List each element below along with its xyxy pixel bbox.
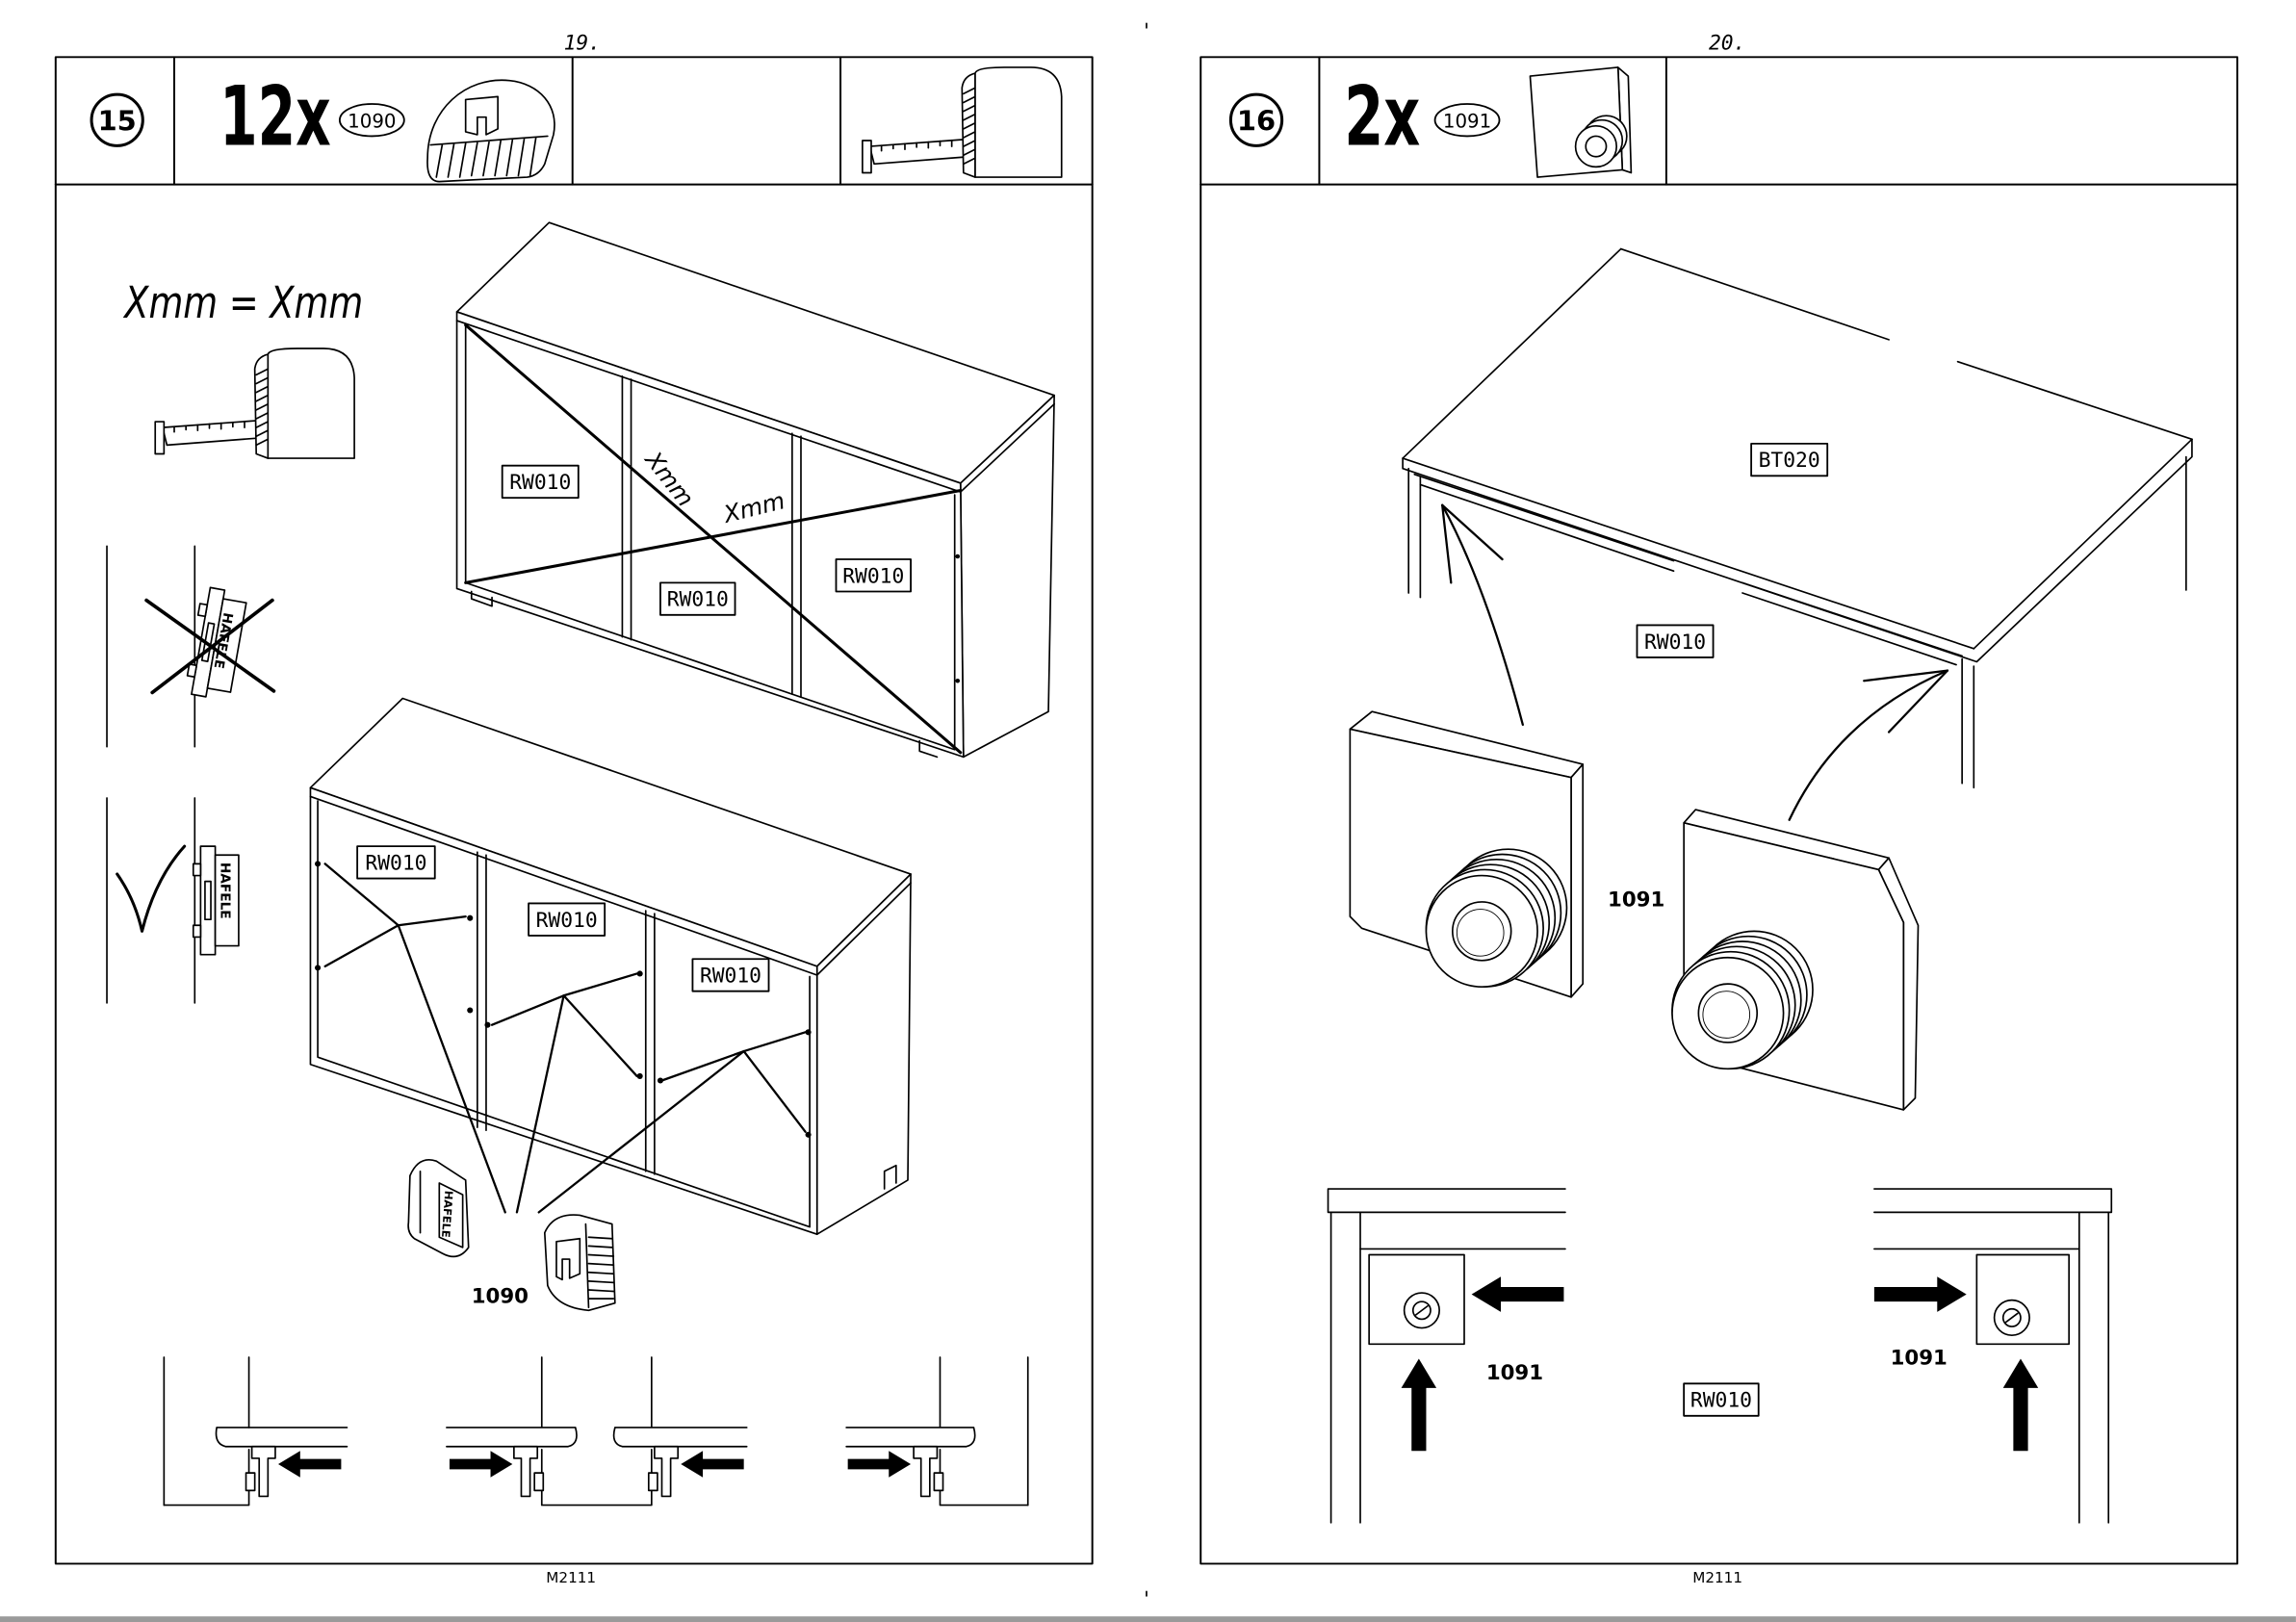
panel-label: RW010 bbox=[529, 903, 605, 935]
part-number: 1090 bbox=[348, 110, 396, 132]
panel-label: RW010 bbox=[692, 959, 768, 991]
part-number: 1091 bbox=[1443, 110, 1491, 132]
page-number: 19. bbox=[564, 32, 601, 56]
panel-label: RW010 bbox=[503, 466, 579, 498]
page-footer-code: M2111 bbox=[1692, 1569, 1742, 1586]
part-callout: 1091 bbox=[1891, 1347, 1948, 1371]
svg-text:RW010: RW010 bbox=[667, 588, 729, 612]
panel-label: RW010 bbox=[357, 846, 435, 878]
clip-front-drawing bbox=[545, 1215, 615, 1310]
svg-text:RW010: RW010 bbox=[700, 965, 761, 989]
panel-label: RW010 bbox=[1684, 1383, 1759, 1415]
svg-text:RW010: RW010 bbox=[1644, 631, 1706, 655]
step-number: 16 bbox=[1237, 104, 1276, 137]
panel-label: RW010 bbox=[660, 582, 735, 614]
panel-label: BT020 bbox=[1751, 444, 1827, 476]
svg-text:RW010: RW010 bbox=[1690, 1389, 1752, 1413]
page-number: 20. bbox=[1709, 32, 1745, 56]
knob-part-icon bbox=[1530, 67, 1631, 177]
part-quantity: 12x bbox=[219, 70, 331, 166]
part-callout: 1091 bbox=[1486, 1361, 1543, 1385]
panel-label: RW010 bbox=[836, 559, 911, 591]
svg-text:RW010: RW010 bbox=[509, 471, 571, 495]
part-callout: 1090 bbox=[472, 1285, 529, 1309]
measure-equal-label: Xmm = Xmm bbox=[123, 277, 364, 328]
svg-text:RW010: RW010 bbox=[536, 909, 598, 933]
page-footer-code: M2111 bbox=[546, 1569, 596, 1586]
part-quantity: 2x bbox=[1344, 70, 1420, 166]
step-number: 15 bbox=[98, 104, 137, 137]
svg-text:BT020: BT020 bbox=[1759, 449, 1820, 473]
panel-label: RW010 bbox=[1637, 625, 1713, 657]
bottom-edge-strip bbox=[0, 1616, 2296, 1622]
svg-text:RW010: RW010 bbox=[842, 564, 904, 588]
part-callout: 1091 bbox=[1608, 888, 1664, 912]
svg-text:RW010: RW010 bbox=[365, 851, 426, 875]
clip-brand: HAFELE bbox=[218, 862, 233, 919]
